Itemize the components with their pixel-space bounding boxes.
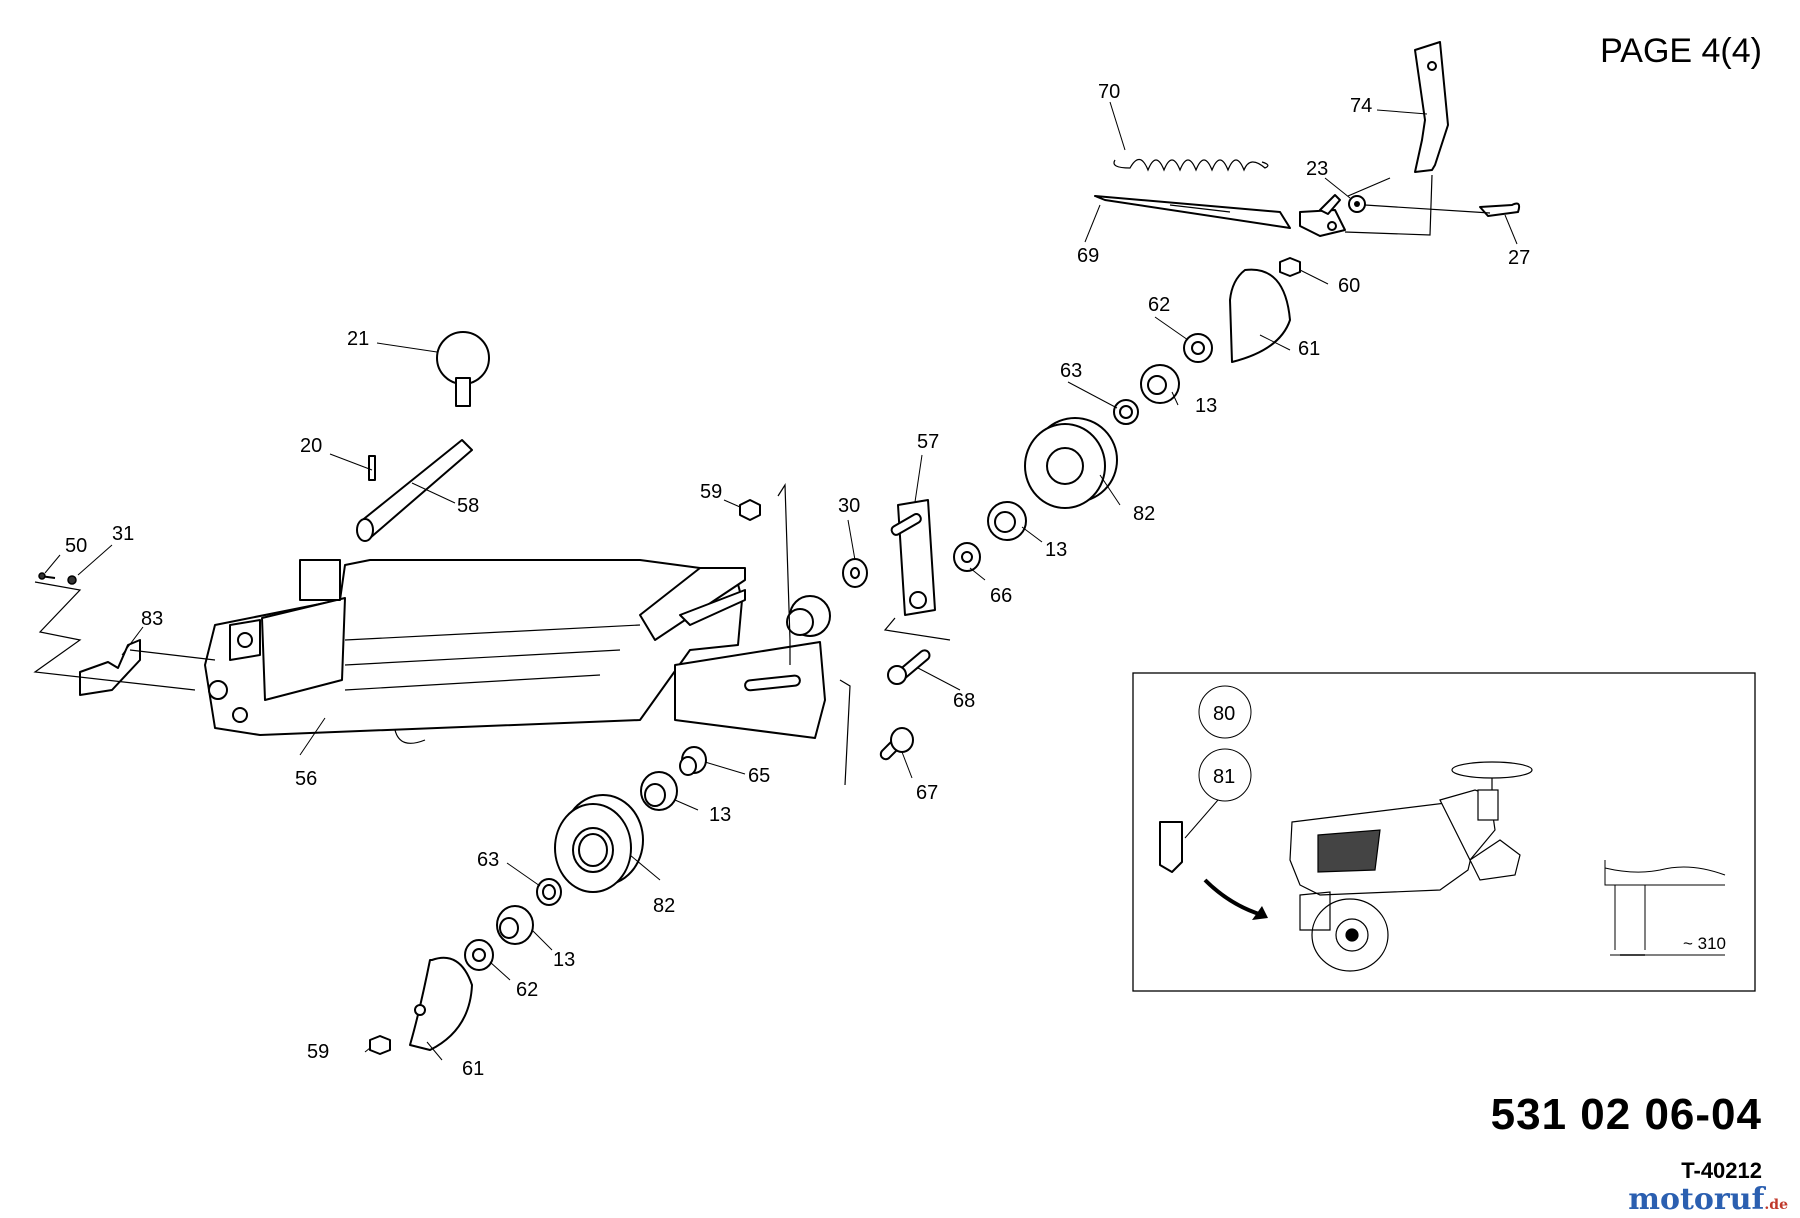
spring-70 <box>1113 158 1269 172</box>
inset-arrow <box>1203 878 1263 917</box>
nut-60 <box>1279 257 1301 277</box>
callout-21: 21 <box>347 328 369 350</box>
inset-dimension: ~ 310 <box>1683 934 1726 953</box>
bushing-frame <box>786 595 831 637</box>
callout-59a: 59 <box>700 481 722 503</box>
callout-83: 83 <box>141 608 163 630</box>
callout-63a: 63 <box>477 849 499 871</box>
callout-50: 50 <box>65 535 87 557</box>
inset-bracket <box>1159 821 1183 873</box>
inset-callout-81 <box>1198 748 1252 802</box>
bolt-50 <box>38 572 56 580</box>
callout-74: 74 <box>1350 95 1372 117</box>
lever-74 <box>1414 41 1449 173</box>
guard-61a <box>409 956 473 1051</box>
callout-13a: 13 <box>709 804 731 826</box>
callout-70: 70 <box>1098 81 1120 103</box>
leader-lines <box>44 101 1518 1061</box>
callout-61a: 61 <box>462 1058 484 1080</box>
callout-59b: 59 <box>307 1041 329 1063</box>
pin-20 <box>368 455 376 481</box>
callout-82b: 82 <box>1133 503 1155 525</box>
nut-59a <box>739 499 761 521</box>
wheel-82a <box>554 794 644 893</box>
callout-57: 57 <box>917 431 939 453</box>
wheel-82b <box>1024 417 1118 509</box>
callout-13d: 13 <box>1045 539 1067 561</box>
frame-56 <box>204 559 826 744</box>
callout-63b: 63 <box>1060 360 1082 382</box>
svg-text:80: 80 <box>1213 703 1235 725</box>
clip-27 <box>1479 202 1521 217</box>
callout-65: 65 <box>748 765 770 787</box>
callout-66: 66 <box>990 585 1012 607</box>
callout-82a: 82 <box>653 895 675 917</box>
watermark-text: motoruf <box>1628 1182 1765 1217</box>
arm-57 <box>890 499 936 616</box>
callout-60: 60 <box>1338 275 1360 297</box>
watermark-domain: .de <box>1764 1197 1788 1213</box>
inset-tractor <box>1289 761 1533 972</box>
callout-23: 23 <box>1306 158 1328 180</box>
callout-13b: 13 <box>553 949 575 971</box>
bolt-67 <box>879 727 914 761</box>
inset-dimension-detail <box>1604 860 1726 956</box>
svg-text:81: 81 <box>1213 766 1235 788</box>
callout-58: 58 <box>457 495 479 517</box>
bolt-68 <box>887 649 931 685</box>
callout-61b: 61 <box>1298 338 1320 360</box>
callout-27: 27 <box>1508 247 1530 269</box>
watermark-logo: motoruf.de <box>1628 1182 1788 1217</box>
callout-20: 20 <box>300 435 322 457</box>
nut-59b <box>369 1035 391 1055</box>
rod-58 <box>359 439 473 539</box>
callout-31: 31 <box>112 523 134 545</box>
guard-61b <box>1229 268 1291 363</box>
callout-62b: 62 <box>1148 294 1170 316</box>
inset-box: 80 81 ~ 310 <box>1132 672 1756 992</box>
callout-56: 56 <box>295 768 317 790</box>
document-number: 531 02 06-04 <box>1490 1090 1762 1139</box>
callout-69: 69 <box>1077 245 1099 267</box>
knob-21 <box>436 331 490 385</box>
callout-13c: 13 <box>1195 395 1217 417</box>
callout-68: 68 <box>953 690 975 712</box>
knob-21-stem <box>455 377 471 407</box>
callout-labels: 21 20 58 50 31 83 56 59 30 57 66 68 67 6… <box>65 81 1530 1080</box>
nut-31 <box>67 575 77 585</box>
rod-69 <box>1094 194 1346 237</box>
bracket-83 <box>79 639 141 696</box>
callout-62a: 62 <box>516 979 538 1001</box>
document-code: T-40212 <box>1681 1158 1762 1183</box>
callout-30: 30 <box>838 495 860 517</box>
inset-callout-80 <box>1198 685 1252 739</box>
page-label: PAGE 4(4) <box>1600 32 1762 70</box>
callout-67: 67 <box>916 782 938 804</box>
